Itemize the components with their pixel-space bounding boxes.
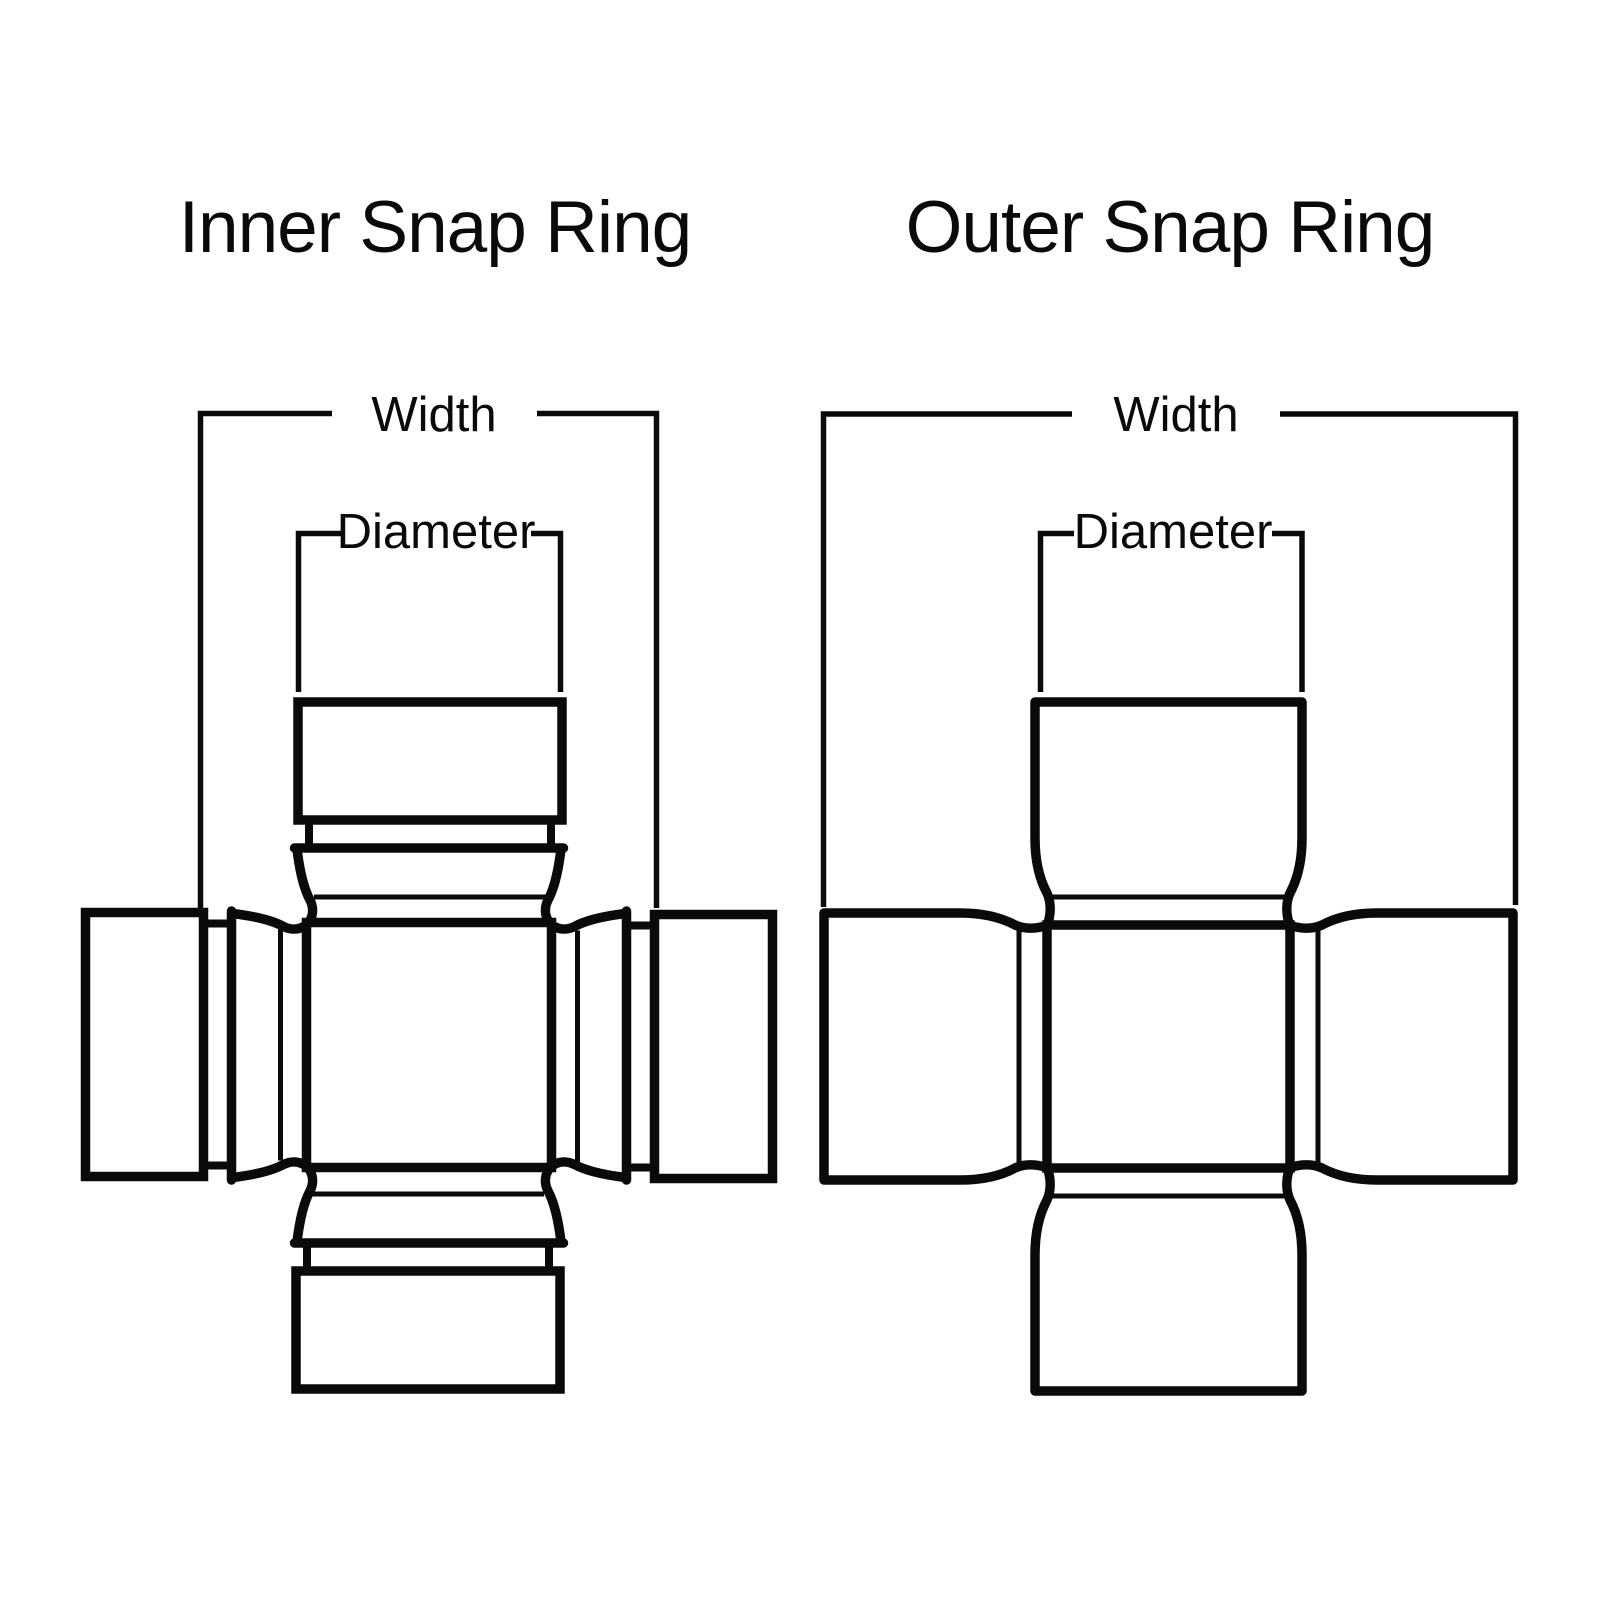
- bearing-cap: [80, 907, 209, 1182]
- outer-bearing-arm-bottom: [1030, 1165, 1307, 1396]
- outer-snap-ring-diagram: Outer Snap Ring Width Diameter: [819, 187, 1519, 1396]
- outer-cross-body: [1042, 920, 1295, 1173]
- outer-width-dimension-line: [820, 411, 1519, 907]
- inner-diagram-linework: [80, 410, 778, 1394]
- inner-bearing-arm-top: [289, 697, 569, 927]
- inner-width-label: Width: [371, 388, 496, 442]
- bearing-cap: [293, 697, 567, 825]
- outer-diagram-title: Outer Snap Ring: [906, 187, 1435, 268]
- outer-bearing-arm-left: [819, 908, 1050, 1185]
- outer-diameter-label: Diameter: [1074, 505, 1273, 559]
- snap-ring-band: [289, 1164, 569, 1248]
- inner-bearing-arm-right: [547, 906, 778, 1185]
- outer-diagram-text: Outer Snap Ring Width Diameter: [906, 187, 1436, 559]
- bearing-cap: [291, 1266, 565, 1394]
- bearing-cup: [1030, 697, 1307, 928]
- snap-ring-band: [226, 906, 311, 1185]
- inner-bearing-arm-left: [80, 906, 311, 1185]
- inner-cross-body: [301, 917, 557, 1173]
- inner-snap-ring-diagram: Inner Snap Ring Width Diameter: [80, 187, 778, 1394]
- outer-diameter-dimension-line: [1037, 530, 1305, 692]
- outer-bearing-arm-right: [1287, 908, 1518, 1185]
- bearing-cup: [819, 908, 1050, 1185]
- bearing-cap: [649, 909, 778, 1184]
- bearing-cup: [1030, 1165, 1307, 1396]
- outer-width-label: Width: [1113, 388, 1238, 442]
- outer-diagram-linework: [819, 411, 1519, 1396]
- snap-ring-band: [289, 843, 569, 927]
- bearing-cup: [1287, 908, 1518, 1185]
- inner-diagram-text: Inner Snap Ring Width Diameter: [179, 187, 693, 559]
- inner-diameter-label: Diameter: [337, 505, 536, 559]
- outer-bearing-arm-top: [1030, 697, 1307, 928]
- inner-bearing-arm-bottom: [289, 1164, 569, 1394]
- inner-diagram-title: Inner Snap Ring: [179, 187, 692, 268]
- snap-ring-band: [547, 906, 632, 1185]
- inner-width-dimension-line: [197, 410, 660, 910]
- inner-diameter-dimension-line: [295, 530, 564, 692]
